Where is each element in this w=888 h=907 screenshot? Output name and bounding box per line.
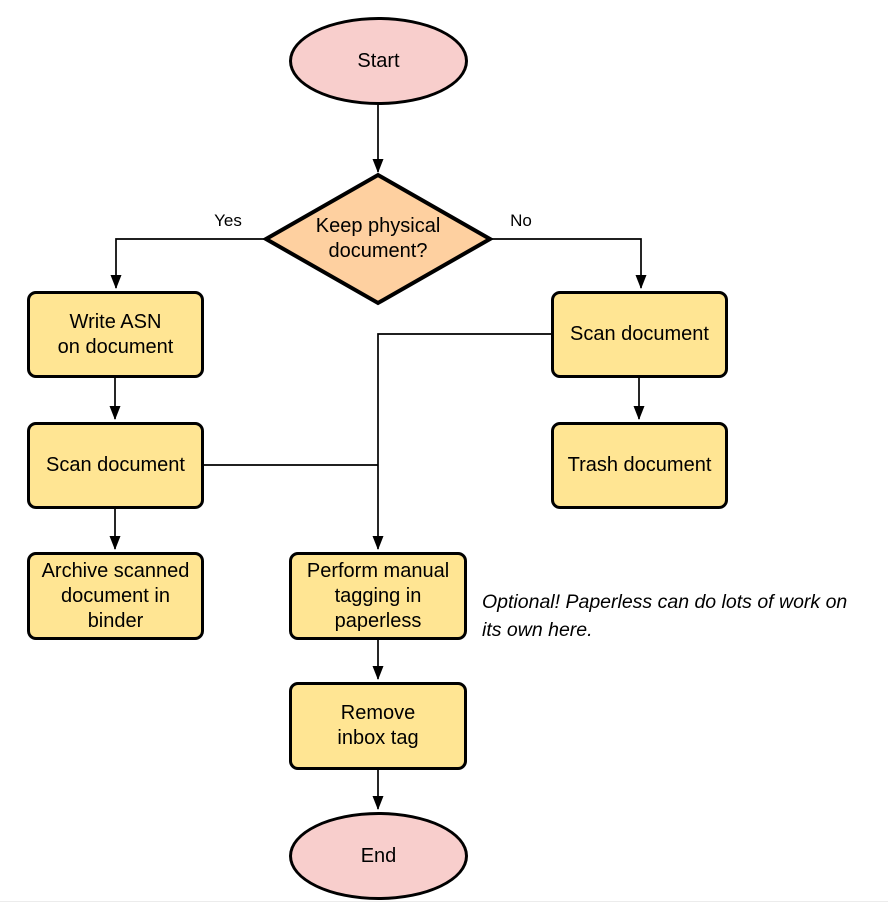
node-end: End <box>289 812 468 900</box>
node-write-asn-on-document: Write ASN on document <box>27 291 204 378</box>
node-start: Start <box>289 17 468 105</box>
edge-scan-right-to-tagging <box>372 333 551 550</box>
node-perform-manual-tagging: Perform manual tagging in paperless <box>289 552 467 640</box>
edge-label-no: No <box>510 211 532 230</box>
edge-decision-no-to-scan-right <box>490 238 647 289</box>
node-trash-document: Trash document <box>551 422 728 509</box>
node-decision-label: Keep physical document? <box>315 215 441 262</box>
edge-decision-yes-to-write-asn <box>110 238 266 289</box>
node-scan-document-right: Scan document <box>551 291 728 378</box>
edge-label-yes: Yes <box>214 211 242 230</box>
node-archive-scanned-document: Archive scanned document in binder <box>27 552 204 640</box>
decision-diamond-shape <box>261 172 495 306</box>
page-bottom-divider <box>0 901 888 902</box>
annotation-optional-note: Optional! Paperless can do lots of work … <box>482 591 848 641</box>
node-remove-inbox-tag: Remove inbox tag <box>289 682 467 770</box>
node-scan-document-left: Scan document <box>27 422 204 509</box>
